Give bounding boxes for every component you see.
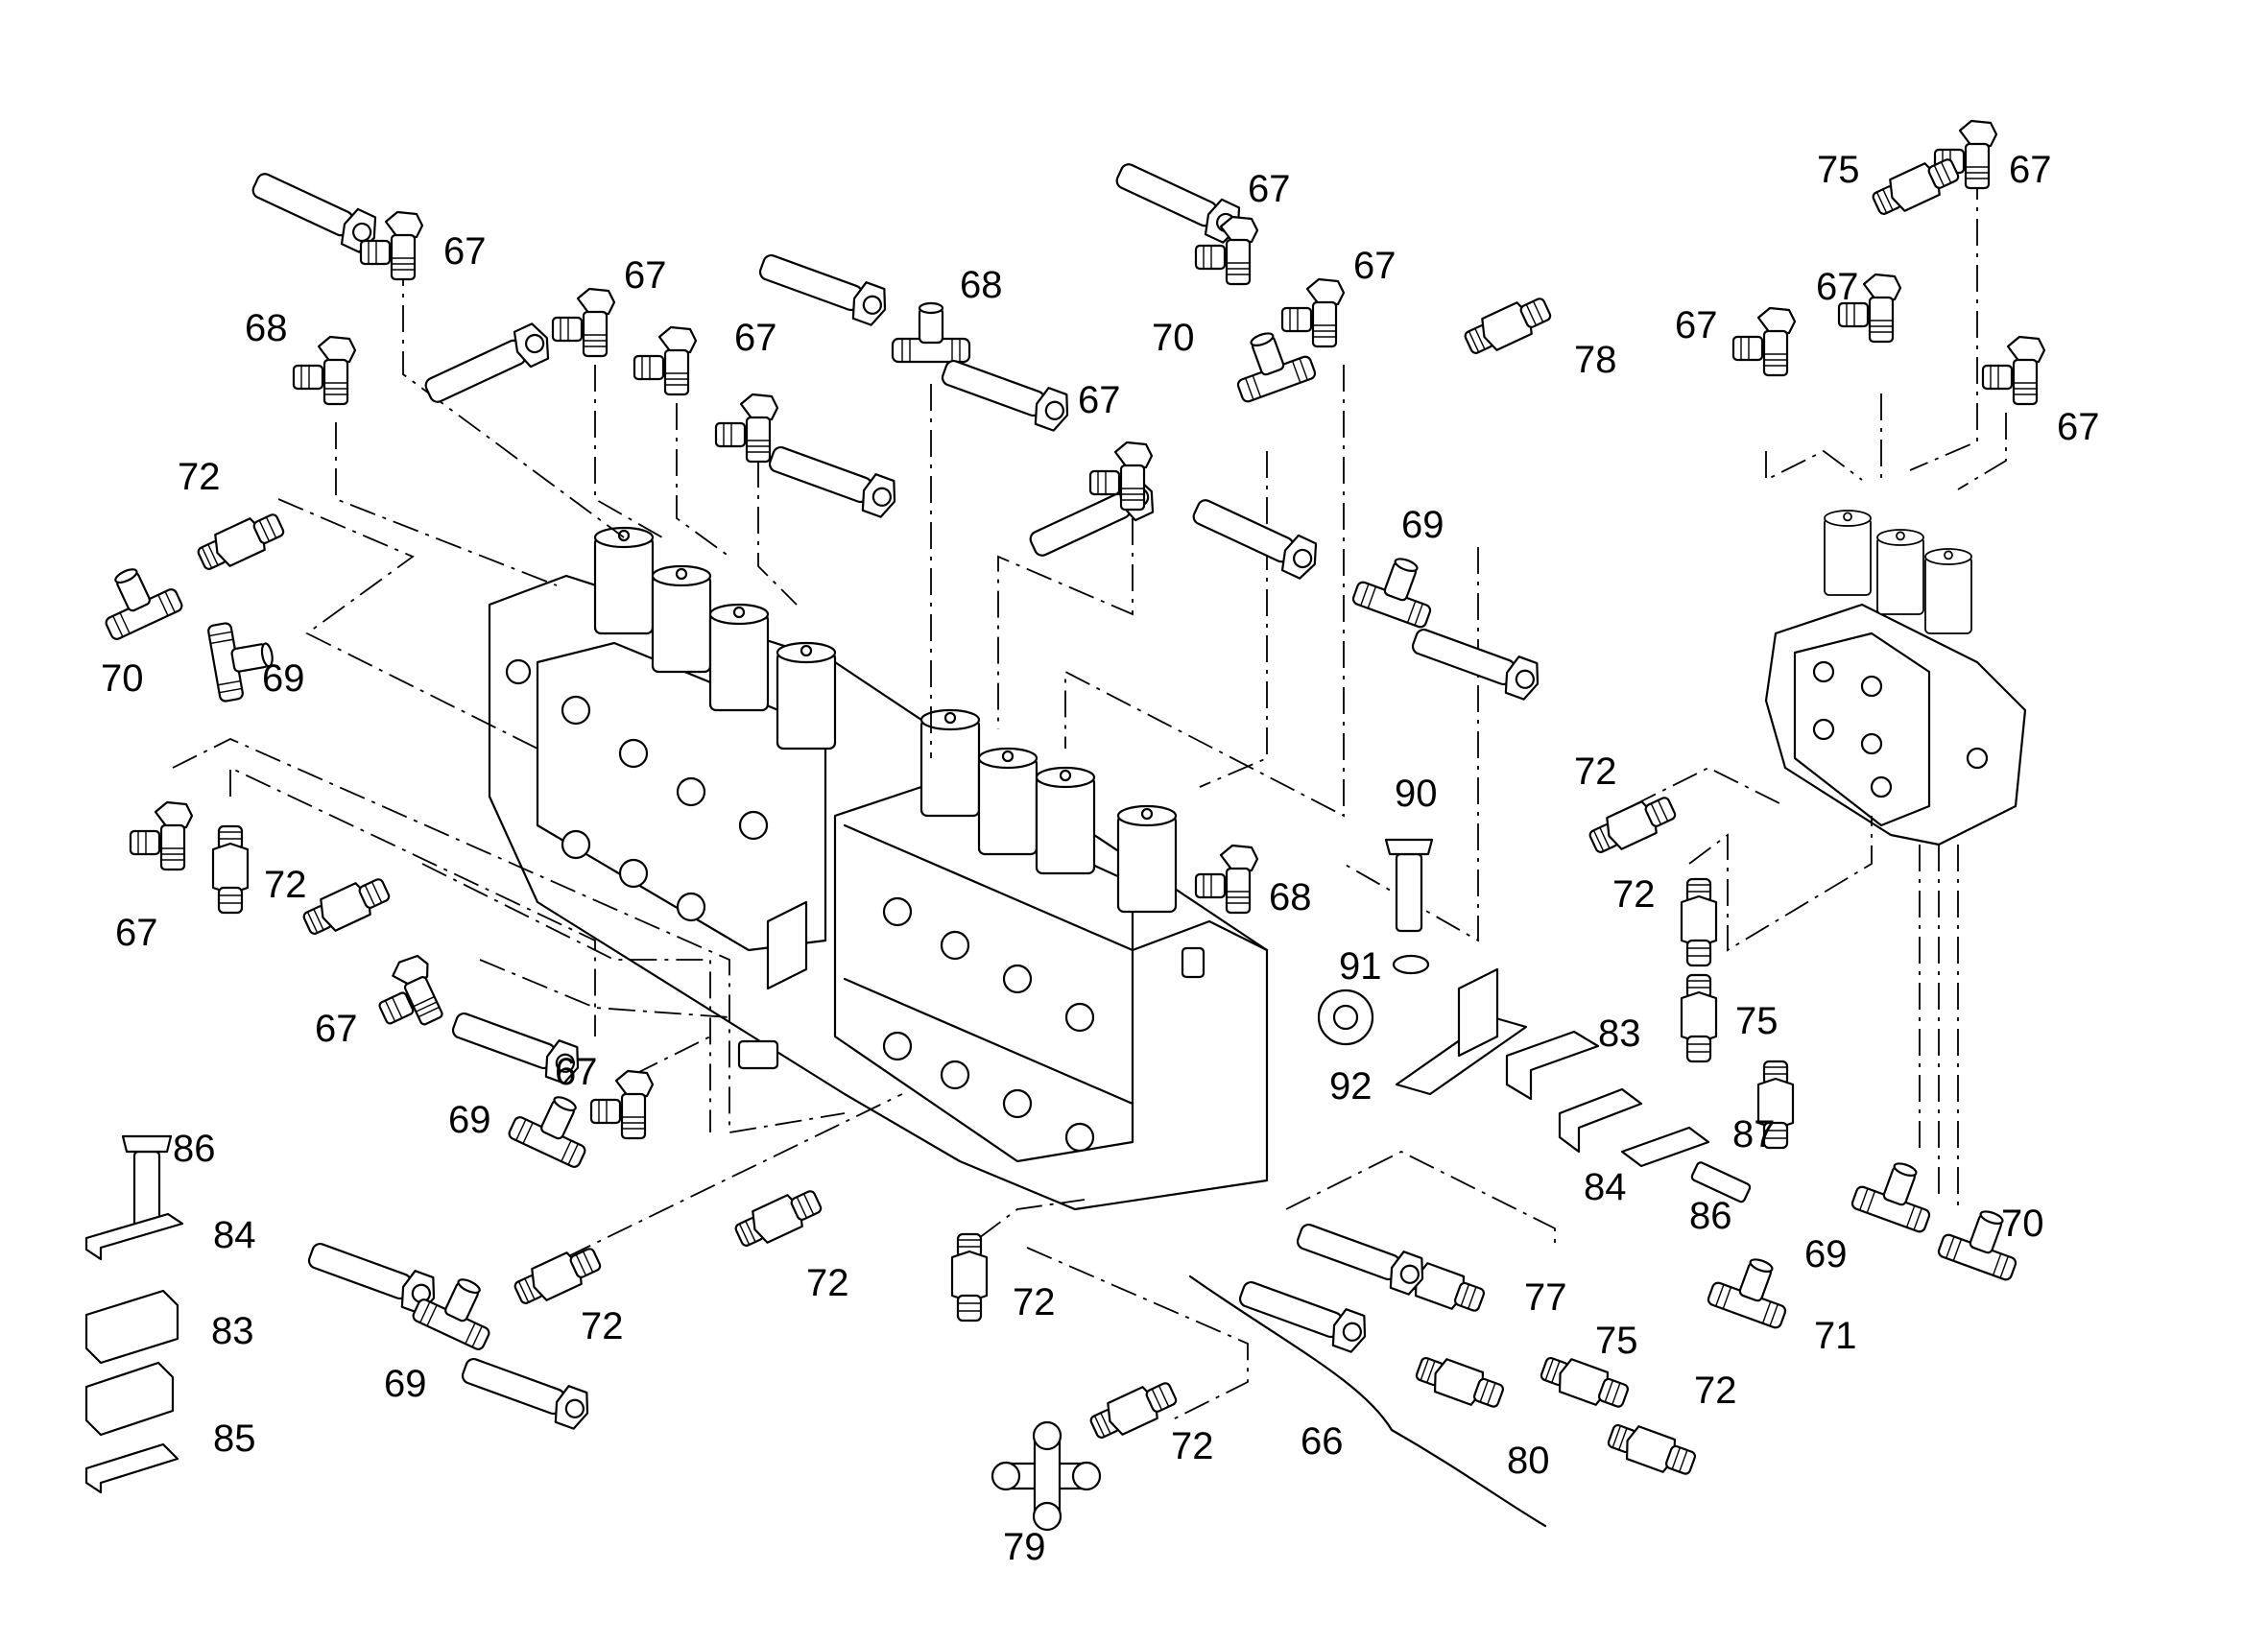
callout-70: 70: [2001, 1203, 2044, 1245]
callout-86: 86: [173, 1128, 216, 1170]
callout-69: 69: [384, 1363, 427, 1405]
part-callouts: 67 67 67 67 67 67 67 67 67 67 67 67 67 68 68 68 69 69 69 69…: [101, 149, 2100, 1568]
callout-86: 86: [1689, 1195, 1732, 1237]
callout-69: 69: [1401, 504, 1444, 546]
callout-67: 67: [115, 912, 158, 954]
callout-84: 84: [213, 1214, 256, 1256]
callout-92: 92: [1329, 1065, 1373, 1108]
callout-87: 87: [1732, 1113, 1776, 1156]
callout-67: 67: [443, 230, 487, 273]
callout-69: 69: [448, 1099, 491, 1141]
main-valve-block: [488, 526, 1269, 1211]
callout-72: 72: [264, 864, 307, 906]
callout-67: 67: [734, 317, 777, 359]
callout-68: 68: [245, 307, 288, 349]
callout-72: 72: [1694, 1370, 1737, 1412]
bolt-holes: [505, 658, 1095, 1153]
callout-68: 68: [1269, 876, 1312, 918]
callout-71: 71: [1814, 1315, 1857, 1357]
callout-85: 85: [213, 1418, 256, 1460]
callout-75: 75: [1735, 1000, 1779, 1042]
callout-72: 72: [1013, 1281, 1056, 1323]
mounting-hardware: [84, 838, 1752, 1528]
callout-68: 68: [960, 264, 1003, 306]
callout-67: 67: [624, 254, 667, 297]
callout-80: 80: [1507, 1440, 1550, 1482]
fittings: [84, 119, 2046, 1532]
callout-72: 72: [1612, 873, 1656, 916]
callout-70: 70: [101, 657, 144, 700]
callout-67: 67: [1353, 245, 1397, 287]
callout-72: 72: [806, 1262, 849, 1304]
callout-69: 69: [1804, 1233, 1848, 1275]
callout-67: 67: [2057, 406, 2100, 448]
callout-72: 72: [178, 456, 221, 498]
callout-67: 67: [2009, 149, 2052, 191]
callout-67: 67: [1248, 168, 1291, 210]
callout-78: 78: [1574, 339, 1617, 381]
callout-83: 83: [1598, 1013, 1641, 1055]
callout-84: 84: [1584, 1166, 1627, 1208]
cross-fitting: [991, 1420, 1102, 1532]
assembly-centerlines: [172, 173, 2007, 1421]
callout-72: 72: [1574, 751, 1617, 793]
callout-67: 67: [1675, 304, 1718, 346]
callout-67: 67: [1816, 266, 1859, 308]
callout-72: 72: [581, 1305, 624, 1347]
callout-91: 91: [1339, 945, 1382, 988]
secondary-valve-block: [1764, 510, 2027, 846]
callout-70: 70: [1152, 317, 1195, 359]
callout-75: 75: [1595, 1320, 1638, 1362]
callout-79: 79: [1003, 1526, 1046, 1568]
callout-67: 67: [555, 1051, 598, 1093]
callout-72: 72: [1171, 1425, 1214, 1467]
callout-67: 67: [315, 1008, 358, 1050]
callout-77: 77: [1524, 1276, 1567, 1319]
callout-69: 69: [262, 657, 305, 700]
callout-90: 90: [1395, 773, 1438, 815]
callout-75: 75: [1817, 149, 1860, 191]
callout-66: 66: [1301, 1420, 1344, 1463]
callout-83: 83: [211, 1310, 254, 1352]
callout-67: 67: [1078, 379, 1121, 421]
